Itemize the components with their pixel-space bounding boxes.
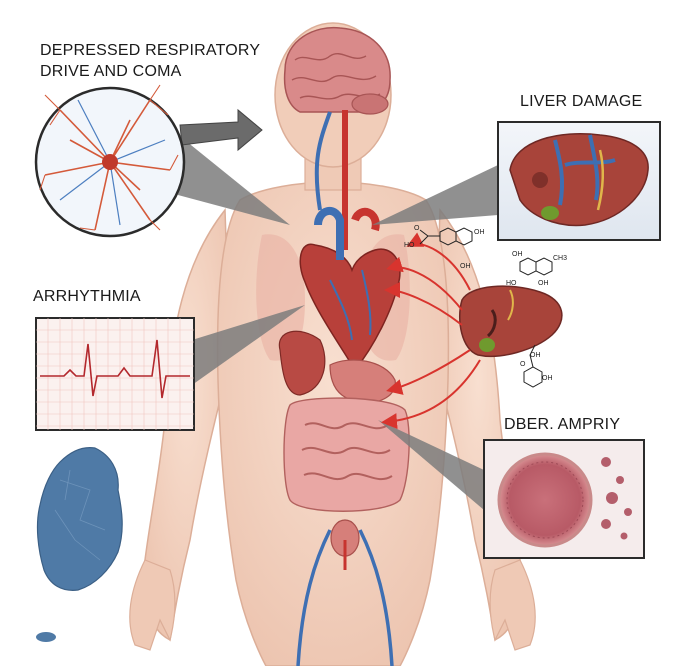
brain [283, 26, 391, 115]
label-respiratory-line2: DRIVE AND COMA [40, 63, 182, 80]
liver-organ [459, 285, 563, 358]
molecule-label: OH [530, 352, 541, 359]
label-arrhythmia: ARRHYTHMIA [33, 288, 141, 305]
ecg-panel [35, 317, 195, 431]
molecule-middle [519, 257, 553, 276]
molecule-bottom [523, 344, 543, 388]
molecule-top [419, 227, 473, 246]
label-liver-damage: LIVER DAMAGE [520, 93, 643, 110]
molecule-label: O [520, 361, 526, 368]
callout-wedge-ecg [192, 305, 305, 385]
liver-damage-panel [497, 121, 661, 241]
callout-wedge-brain [160, 120, 290, 225]
label-cell-panel: DBER. AMPRIY [504, 416, 621, 433]
molecule-label: OH [460, 263, 471, 270]
heart [299, 207, 401, 372]
molecule-label: OH [474, 229, 485, 236]
molecule-label: HO [404, 242, 415, 249]
korea-map [36, 447, 123, 642]
molecule-label: HO [506, 280, 517, 287]
jugular-vein [314, 111, 332, 211]
callout-wedge-cell [378, 420, 484, 510]
cell-panel [483, 439, 645, 559]
brain-callout-arrow [179, 108, 263, 152]
neuron-panel [34, 84, 186, 238]
leg-vein-left [296, 529, 332, 666]
molecule-label: CH3 [553, 255, 567, 262]
molecule-label: OH [542, 375, 553, 382]
abdominal-organs [278, 330, 410, 557]
label-depressed-respiratory: DEPRESSED RESPIRATORY DRIVE AND COMA [40, 40, 260, 82]
molecule-label: OH [538, 280, 549, 287]
ecg-trace [40, 339, 190, 399]
leg-vein-right [358, 529, 394, 666]
molecule-label: OH [512, 251, 523, 258]
metabolite-arrows [381, 232, 481, 430]
molecule-label: O [414, 225, 420, 232]
callout-wedge-liver-panel [372, 165, 498, 225]
label-respiratory-line1: DEPRESSED RESPIRATORY [40, 42, 261, 59]
